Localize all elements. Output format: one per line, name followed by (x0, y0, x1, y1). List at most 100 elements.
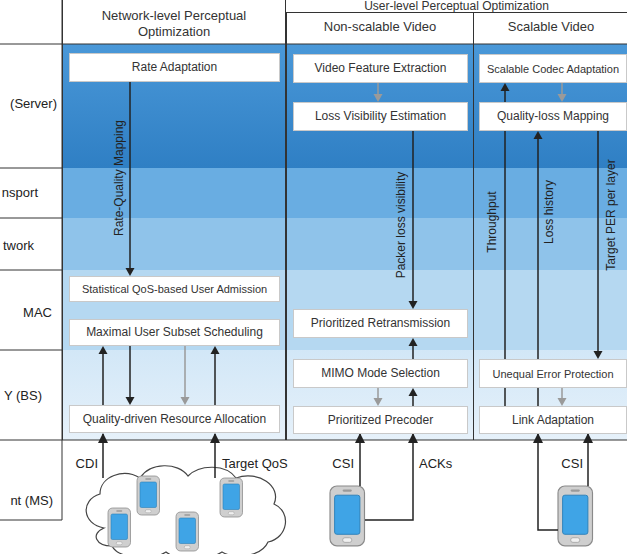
process-box: Maximal User Subset Scheduling (69, 319, 280, 346)
feedback-arrow (365, 434, 413, 520)
arrow-head (409, 301, 418, 309)
signal-label: CSI (332, 456, 354, 471)
process-box: Video Feature Extraction (293, 54, 468, 83)
connector-line (184, 346, 186, 398)
box-label: MIMO Mode Selection (321, 367, 440, 380)
arrow-connector (409, 388, 418, 406)
signal-label: ACKs (419, 456, 452, 471)
box-label: Quality-driven Resource Allocation (83, 413, 266, 426)
layer-label: Y (BS) (4, 388, 42, 403)
connector-line (129, 346, 131, 398)
user-phone (330, 486, 365, 546)
connector-line (561, 83, 563, 95)
phy-band (62, 350, 627, 440)
arrow-head (409, 388, 418, 396)
server-band (62, 44, 627, 168)
layer-label: nsport (2, 185, 38, 200)
arrow-head (181, 397, 190, 405)
arrow-connector (181, 346, 190, 405)
process-box: Prioritized Precoder (293, 406, 468, 434)
connector-line (377, 83, 379, 95)
arrow-head (409, 338, 418, 346)
connector-line (412, 395, 414, 406)
process-box: Link Adaptation (479, 406, 627, 434)
arrow-head (374, 398, 383, 406)
mac-band (62, 270, 627, 350)
box-label: Scalable Codec Adaptation (487, 63, 619, 75)
connector-line (377, 388, 379, 399)
row-divider (0, 440, 627, 441)
arrow-connector (409, 131, 418, 309)
column-heading: User-level Perceptual Optimization (286, 0, 627, 12)
user-phone (137, 476, 160, 515)
box-label: Statistical QoS-based User Admission (82, 283, 267, 295)
arrow-head (126, 268, 135, 276)
connector-line (214, 353, 216, 405)
box-label: Video Feature Extraction (315, 62, 447, 75)
signal-label: Target QoS (222, 456, 288, 471)
arrow-head (211, 346, 220, 354)
process-box: Loss Visibility Estimation (293, 102, 468, 131)
arrow-connector (374, 388, 383, 406)
connector-line (561, 388, 563, 399)
arrow-connector (409, 338, 418, 359)
box-label: Quality-loss Mapping (497, 110, 609, 123)
layer-label: twork (3, 238, 34, 253)
connector-line (597, 131, 599, 352)
video-column: Non-scalable VideoVideo Feature Extracti… (286, 12, 473, 440)
process-box: Unequal Error Protection (479, 359, 627, 388)
row-divider (0, 168, 62, 169)
edge-label: Throughput (485, 191, 499, 252)
optimization-column: User-level Perceptual OptimizationNon-sc… (285, 0, 627, 440)
feedback-arrow (587, 434, 589, 486)
feedback-arrow (359, 434, 361, 486)
box-label: Prioritized Retransmission (311, 317, 450, 330)
layer-label: (Server) (10, 96, 57, 111)
optimization-column: Network-level Perceptual OptimizationRat… (62, 0, 285, 440)
signal-label: CSI (561, 456, 583, 471)
signal-label: CDI (76, 456, 98, 471)
connector-line (102, 353, 104, 405)
process-box: MIMO Mode Selection (293, 359, 468, 388)
box-label: Link Adaptation (512, 414, 594, 427)
box-label: Prioritized Precoder (328, 414, 433, 427)
process-box: Scalable Codec Adaptation (479, 54, 627, 83)
arrow-connector (594, 131, 603, 359)
box-label: Loss Visibility Estimation (315, 110, 446, 123)
arrow-connector (126, 346, 135, 405)
user-phone (176, 512, 199, 551)
edge-label: Target PER per layer (604, 159, 618, 270)
arrow-connector (558, 83, 567, 102)
arrow-connector (558, 388, 567, 406)
box-label: Rate Adaptation (132, 61, 217, 74)
column-heading: Network-level Perceptual Optimization (63, 8, 285, 40)
row-divider (0, 350, 62, 351)
column-heading: Non-scalable Video (287, 18, 473, 36)
arrow-connector (99, 346, 108, 405)
process-box: Rate Adaptation (69, 53, 280, 82)
arrow-connector (211, 346, 220, 405)
process-box: Quality-loss Mapping (479, 102, 627, 131)
arrow-connector (126, 82, 135, 276)
user-phone (220, 478, 243, 517)
arrow-head (126, 397, 135, 405)
feedback-arrow (102, 434, 104, 478)
arrow-head (99, 346, 108, 354)
user-phone (108, 508, 131, 547)
arrow-connector (374, 83, 383, 102)
process-box: Quality-driven Resource Allocation (69, 405, 280, 433)
row-divider (0, 520, 62, 521)
row-divider (0, 218, 62, 219)
connector-line (129, 82, 131, 269)
edge-label: Packer loss visibility (394, 172, 408, 279)
box-label: Unequal Error Protection (492, 368, 613, 380)
connector-line (412, 131, 414, 302)
arrow-connector (501, 83, 510, 406)
row-divider (0, 44, 627, 45)
network-cloud (86, 466, 285, 554)
arrow-head (558, 398, 567, 406)
arrow-head (374, 94, 383, 102)
